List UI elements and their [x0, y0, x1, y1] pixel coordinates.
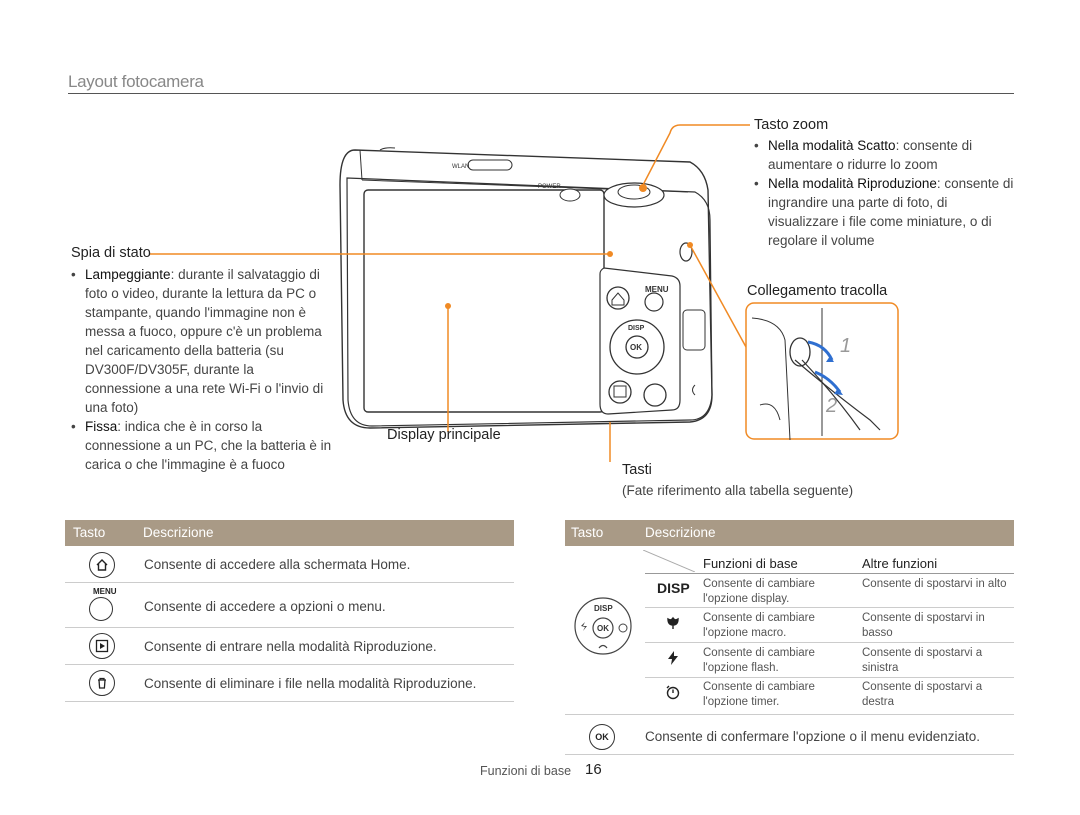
buttons-title: Tasti — [622, 462, 652, 478]
basic-cell: Consente di cambiare l'opzione macro. — [703, 612, 815, 639]
ok-label: OK — [630, 343, 642, 352]
other-cell: Consente di spostarvi a sinistra — [862, 647, 983, 674]
right-table-body: Funzioni di base Altre funzioni DISP OK … — [565, 546, 1014, 716]
section-title: Layout fotocamera — [68, 72, 204, 91]
camera-illustration: WLAN POWER MENU OK DISP — [339, 147, 713, 429]
zoom-b2-bold: Nella modalità Riproduzione — [768, 176, 937, 191]
zoom-title: Tasto zoom — [754, 117, 829, 133]
table-row: Consente di eliminare i file nella modal… — [65, 665, 514, 701]
basic-cell: Consente di cambiare l'opzione display. — [703, 578, 815, 605]
menu-label: MENU — [645, 285, 669, 294]
menu-icon-label: MENU — [93, 587, 117, 596]
row-divider — [65, 582, 514, 583]
other-cell: Consente di spostarvi in alto — [862, 578, 1007, 590]
strap-step-2: 2 — [825, 395, 837, 417]
status-lamp-title: Spia di stato — [71, 245, 151, 261]
row-divider — [565, 714, 1014, 715]
right-col-key: Tasto — [571, 525, 604, 540]
disp-label: DISP — [628, 325, 645, 332]
status-b2-rest: : indica che è in corso la connessione a… — [85, 419, 332, 472]
row-divider — [565, 754, 1014, 755]
status-lamp-steady: Fissa: indica che è in corso la connessi… — [71, 417, 333, 474]
nav-pad-ok: OK — [597, 624, 609, 633]
zoom-bullets: Nella modalità Scatto: consente di aumen… — [754, 136, 1014, 250]
strap-step-1: 1 — [840, 335, 851, 357]
buttons-note: (Fate riferimento alla tabella seguente) — [622, 483, 854, 498]
strap-title: Collegamento tracolla — [747, 283, 888, 299]
sub-col-basic: Funzioni di base — [703, 556, 798, 571]
left-table-body: Consente di accedere alla schermata Home… — [65, 546, 514, 702]
flash-icon — [668, 651, 678, 665]
row-divider — [645, 607, 1014, 608]
table-row: Consente di accedere alla schermata Home… — [65, 546, 514, 582]
left-col-desc: Descrizione — [143, 525, 214, 540]
ok-icon: OK — [589, 724, 615, 750]
left-col-key: Tasto — [73, 525, 106, 540]
row-divider — [645, 677, 1014, 678]
macro-icon — [667, 616, 679, 629]
row-desc: Consente di eliminare i file nella modal… — [144, 676, 477, 691]
row-desc: Consente di accedere a opzioni o menu. — [144, 599, 386, 614]
row-divider — [645, 642, 1014, 643]
menu-icon — [89, 597, 113, 621]
home-icon — [89, 552, 115, 578]
status-lamp-blinking: Lampeggiante: durante il salvataggio di … — [71, 265, 333, 417]
zoom-bullet-playback: Nella modalità Riproduzione: consente di… — [754, 174, 1014, 250]
nav-pad-disp: DISP — [594, 604, 613, 613]
other-cell: Consente di spostarvi in basso — [862, 612, 985, 639]
svg-text:WLAN: WLAN — [452, 164, 469, 170]
trash-icon — [89, 670, 115, 696]
ok-row-desc: Consente di confermare l'opzione o il me… — [645, 729, 981, 744]
status-b1-rest: : durante il salvataggio di foto o video… — [85, 267, 324, 415]
row-divider — [65, 701, 514, 702]
status-b2-bold: Fissa — [85, 419, 118, 434]
other-cell: Consente di spostarvi a destra — [862, 681, 983, 708]
row-desc: Consente di accedere alla schermata Home… — [144, 557, 411, 572]
ok-row: OK Consente di confermare l'opzione o il… — [565, 716, 1014, 756]
sub-header-divider — [645, 573, 1014, 574]
zoom-b1-rest: : consente di aumentare o ridurre lo zoo… — [768, 138, 973, 172]
zoom-b2-rest: : consente di ingrandire una parte di fo… — [768, 176, 1014, 248]
timer-icon — [666, 685, 680, 700]
left-table-header: Tasto Descrizione — [65, 520, 514, 546]
status-b1-bold: Lampeggiante — [85, 267, 171, 282]
status-lamp-bullets: Lampeggiante: durante il salvataggio di … — [71, 265, 333, 474]
zoom-bullet-shooting: Nella modalità Scatto: consente di aumen… — [754, 136, 1014, 174]
disp-icon: DISP — [657, 580, 690, 596]
page-number: 16 — [585, 761, 602, 778]
row-divider — [65, 627, 514, 628]
row-desc: Consente di entrare nella modalità Ripro… — [144, 639, 437, 654]
footer-section: Funzioni di base — [480, 764, 572, 778]
right-col-desc: Descrizione — [645, 525, 716, 540]
table-row: Consente di entrare nella modalità Ripro… — [65, 628, 514, 664]
display-title: Display principale — [387, 427, 501, 443]
table-row: MENU Consente di accedere a opzioni o me… — [65, 583, 514, 627]
playback-icon — [89, 633, 115, 659]
basic-cell: Consente di cambiare l'opzione flash. — [703, 647, 815, 674]
right-table-header: Tasto Descrizione — [565, 520, 1014, 546]
diagonal-header-cell — [643, 550, 695, 572]
nav-pad-icon — [574, 597, 632, 655]
zoom-b1-bold: Nella modalità Scatto — [768, 138, 896, 153]
sub-col-other: Altre funzioni — [862, 556, 938, 571]
basic-cell: Consente di cambiare l'opzione timer. — [703, 681, 815, 708]
row-divider — [65, 664, 514, 665]
power-label: POWER — [538, 184, 561, 190]
title-divider — [68, 93, 1014, 94]
